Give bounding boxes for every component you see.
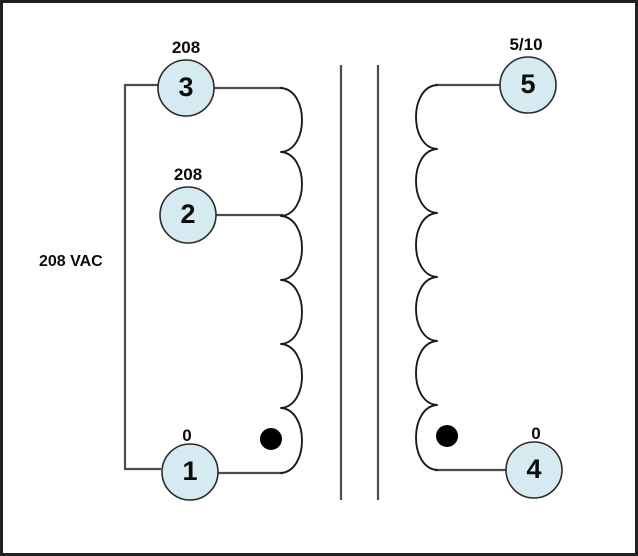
primary-polarity-dot — [260, 428, 282, 450]
transformer-core — [339, 65, 380, 500]
secondary-coil-turns — [415, 84, 438, 471]
primary-winding — [214, 86, 303, 475]
secondary-polarity-dot — [436, 425, 458, 447]
primary-coil-turns — [280, 87, 303, 474]
terminal-4[interactable]: 0 4 — [505, 424, 563, 499]
terminal-3-number: 3 — [178, 72, 193, 102]
terminal-1[interactable]: 0 1 — [161, 426, 219, 501]
terminal-2-number: 2 — [180, 199, 195, 229]
terminal-1-number: 1 — [182, 456, 197, 486]
terminal-5[interactable]: 5/10 5 — [499, 35, 557, 114]
terminal-2-circle[interactable] — [159, 186, 217, 244]
terminal-2[interactable]: 208 2 — [159, 165, 217, 244]
terminal-1-tap-label: 0 — [182, 426, 191, 445]
terminal-3[interactable]: 208 3 — [157, 38, 215, 117]
terminal-5-tap-label: 5/10 — [509, 35, 542, 54]
terminal-5-number: 5 — [520, 69, 535, 99]
terminal-4-circle[interactable] — [505, 441, 563, 499]
terminal-2-tap-label: 208 — [174, 165, 202, 184]
secondary-winding — [415, 83, 506, 472]
terminal-3-tap-label: 208 — [172, 38, 200, 57]
supply-bracket — [123, 83, 161, 471]
terminal-5-circle[interactable] — [499, 56, 557, 114]
terminal-1-circle[interactable] — [161, 443, 219, 501]
terminal-4-number: 4 — [526, 454, 541, 484]
terminal-3-circle[interactable] — [157, 59, 215, 117]
terminal-4-tap-label: 0 — [531, 424, 540, 443]
transformer-schematic: 208 VAC — [39, 35, 563, 501]
supply-voltage-label: 208 VAC — [39, 253, 103, 270]
